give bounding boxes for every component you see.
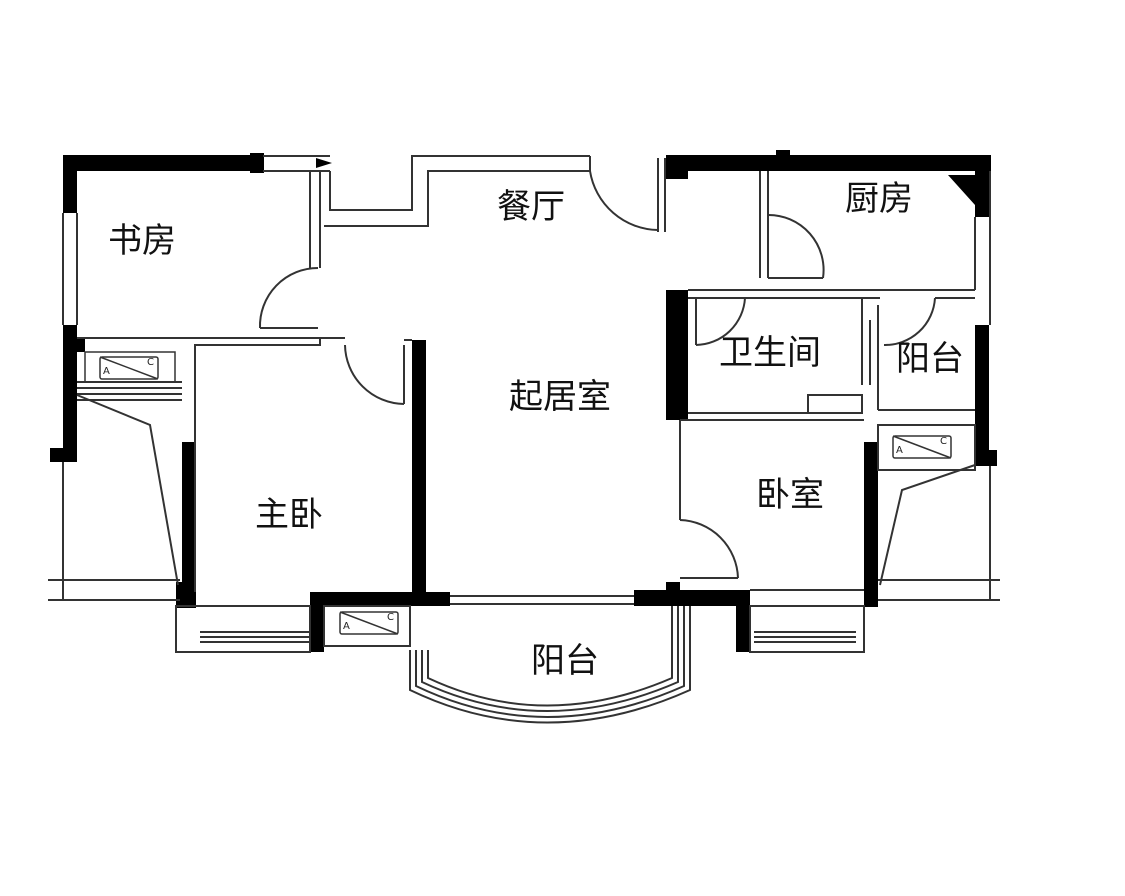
room-label-kitchen: 厨房	[845, 179, 913, 219]
room-label-balcony-bottom: 阳台	[531, 641, 599, 681]
ac-bottom-a-label: A	[343, 621, 350, 632]
interior-lines	[48, 155, 1000, 724]
room-label-bedroom: 卧室	[756, 475, 824, 515]
ac-left-c-label: C	[147, 357, 154, 368]
ac-right-a-label: A	[896, 445, 903, 456]
room-label-bathroom: 卫生间	[719, 333, 821, 373]
room-label-living-room: 起居室	[509, 377, 611, 417]
ac-unit-left	[99, 356, 159, 380]
ac-right-c-label: C	[940, 436, 947, 447]
ac-unit-bottom	[339, 611, 399, 635]
structural-walls	[50, 150, 997, 652]
room-label-balcony-right: 阳台	[896, 339, 964, 379]
ac-unit-right	[892, 435, 952, 459]
ac-left-a-label: A	[103, 366, 110, 377]
room-label-master-bedroom: 主卧	[255, 495, 323, 535]
room-label-dining: 餐厅	[497, 187, 565, 227]
room-label-study: 书房	[108, 221, 176, 261]
ac-bottom-c-label: C	[387, 612, 394, 623]
